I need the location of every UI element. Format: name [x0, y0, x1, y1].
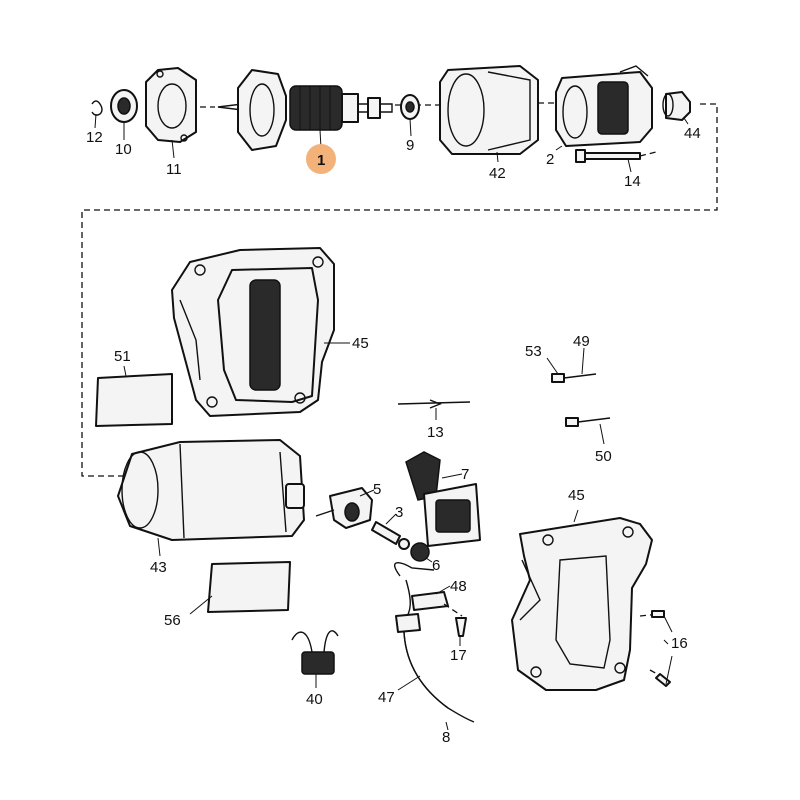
- part-17-screw[interactable]: [455, 617, 467, 637]
- label-47: 47: [378, 689, 395, 706]
- leader-lines: [94, 113, 689, 731]
- label-13: 13: [427, 424, 444, 441]
- part-2-field[interactable]: [555, 65, 653, 147]
- label-45-upper: 45: [352, 335, 369, 352]
- part-47-cord-protector[interactable]: [394, 562, 449, 709]
- label-8: 8: [442, 729, 450, 746]
- part-3-brush[interactable]: [371, 521, 410, 550]
- label-44: 44: [684, 125, 701, 142]
- part-12-clip[interactable]: [91, 100, 103, 116]
- label-12: 12: [86, 129, 103, 146]
- part-8-cord[interactable]: [447, 707, 475, 723]
- label-11: 11: [166, 161, 182, 178]
- part-43-motor-housing[interactable]: [117, 439, 305, 541]
- part-6-cap[interactable]: [410, 542, 430, 562]
- highlight-marker: [306, 144, 336, 174]
- part-50-connector[interactable]: [565, 417, 611, 427]
- part-45-housing-upper[interactable]: [171, 247, 335, 417]
- part-10-bearing[interactable]: [110, 89, 138, 123]
- label-16: 16: [671, 635, 688, 652]
- label-6: 6: [432, 557, 440, 574]
- label-5: 5: [373, 481, 381, 498]
- part-56-label[interactable]: [207, 561, 291, 613]
- label-43: 43: [150, 559, 167, 576]
- part-45-handle-lower[interactable]: [511, 517, 653, 691]
- label-7: 7: [461, 466, 469, 483]
- label-3: 3: [395, 504, 403, 521]
- label-48: 48: [450, 578, 467, 595]
- label-9: 9: [406, 137, 414, 154]
- label-45-lower: 45: [568, 487, 585, 504]
- part-53-49-connector[interactable]: [551, 373, 597, 383]
- part-7-switch[interactable]: [405, 451, 481, 547]
- label-2: 2: [546, 151, 554, 168]
- label-42: 42: [489, 165, 506, 182]
- part-40-brush-assembly[interactable]: [291, 630, 339, 675]
- part-labels: 12 10 11 1 9 42 2 14 44 45 51 53 49 13 5…: [86, 125, 701, 746]
- part-13-strap[interactable]: [397, 399, 471, 409]
- part-48-cord-clamp[interactable]: [411, 591, 463, 617]
- label-49: 49: [573, 333, 590, 350]
- part-5-brush-holder[interactable]: [315, 487, 373, 529]
- part-44-bushing[interactable]: [662, 91, 691, 121]
- label-14: 14: [624, 173, 641, 190]
- label-1: 1: [317, 152, 325, 169]
- label-10: 10: [115, 141, 132, 158]
- label-50: 50: [595, 448, 612, 465]
- part-14-screw[interactable]: [575, 149, 657, 163]
- part-11-plate[interactable]: [145, 67, 197, 143]
- part-42-baffle[interactable]: [439, 65, 539, 155]
- label-40: 40: [306, 691, 323, 708]
- part-1-armature[interactable]: [217, 69, 393, 151]
- part-51-label[interactable]: [95, 373, 173, 427]
- part-9-bearing[interactable]: [400, 94, 420, 120]
- label-56: 56: [164, 612, 181, 629]
- label-53: 53: [525, 343, 542, 360]
- label-17: 17: [450, 647, 467, 664]
- label-51: 51: [114, 348, 131, 365]
- part-16-screws[interactable]: [639, 610, 671, 687]
